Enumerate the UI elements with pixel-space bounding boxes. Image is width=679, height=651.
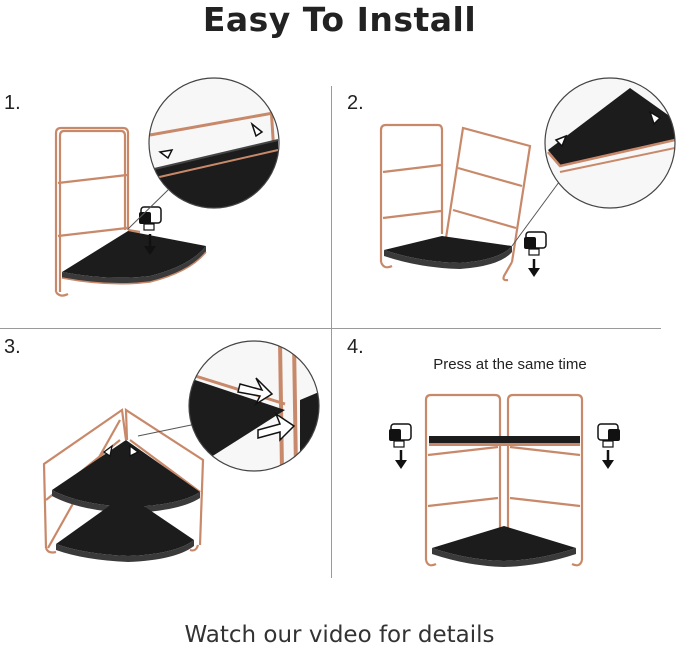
zoom-callout (544, 77, 676, 209)
step-4-top-shelf (429, 436, 580, 446)
step-2-shelf (384, 236, 512, 269)
step-1-number: 1. (4, 92, 21, 114)
callout-leader (137, 423, 197, 437)
pointer-arrow-icon (237, 377, 274, 407)
horizontal-divider (0, 328, 661, 329)
step-1-illustration (54, 77, 280, 297)
step-3-number: 3. (4, 336, 21, 358)
step-3-bottom-shelf (56, 494, 194, 562)
step-2-number: 2. (347, 92, 364, 114)
vertical-divider (331, 86, 332, 578)
step-3-illustration (42, 340, 320, 562)
step-3-top-shelf (52, 440, 200, 513)
step-2-illustration (379, 77, 676, 282)
zoom-callout (188, 340, 320, 472)
zoom-callout (148, 77, 280, 209)
step-4-number: 4. (347, 336, 364, 358)
footer-caption: Watch our video for details (184, 622, 495, 648)
step-4-illustration (389, 393, 620, 567)
step-4-caption: Press at the same time (433, 356, 587, 373)
step-1-shelf (61, 231, 207, 285)
callout-leader (511, 177, 563, 247)
step-4-bottom-shelf (432, 526, 576, 567)
step-4-frames (424, 393, 584, 567)
callout-leader (127, 189, 169, 230)
step-2-ladder-left (379, 123, 444, 269)
down-arrow-icon (144, 234, 156, 255)
press-hand-icon (389, 423, 412, 448)
press-hand-icon (524, 231, 547, 256)
step-2-ladder-right (444, 126, 532, 282)
pointer-arrow-icon (102, 444, 113, 458)
pointer-arrow-icon (250, 121, 264, 138)
pointer-arrow-icon (257, 412, 296, 442)
pointer-arrow-icon (554, 134, 568, 148)
pointer-arrow-icon (129, 444, 140, 458)
pointer-arrow-icon (648, 110, 662, 126)
down-arrow-icon (528, 259, 540, 277)
pointer-arrow-icon (158, 149, 174, 160)
step-1-ladder-frame (54, 126, 141, 297)
down-arrow-icon (395, 450, 407, 469)
down-arrow-icon (602, 450, 614, 469)
press-hand-icon (139, 206, 162, 231)
page-title: Easy To Install (202, 0, 477, 39)
press-hand-icon (597, 423, 620, 448)
